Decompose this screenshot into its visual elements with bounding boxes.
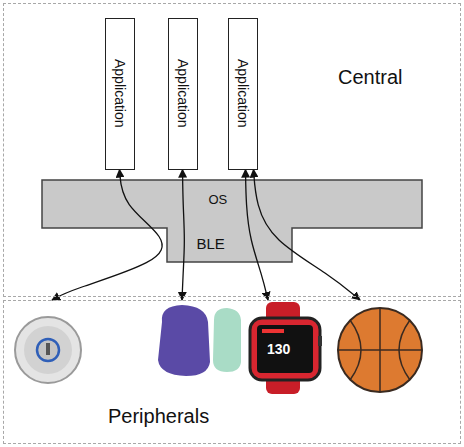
ble-stack: BLE <box>167 228 292 262</box>
link-arrow <box>246 170 269 301</box>
smart-watch <box>250 302 322 394</box>
basketball <box>338 308 422 392</box>
link-arrow <box>254 170 361 301</box>
os-ble-shape <box>42 180 422 262</box>
application-box: Application <box>105 18 135 170</box>
link-arrow <box>52 170 162 301</box>
beacon-icons <box>158 305 241 376</box>
application-label: Application <box>174 59 190 128</box>
peripherals-region: Peripherals <box>3 300 461 444</box>
ble-stack-label: BLE <box>197 235 225 252</box>
link-arrow <box>182 170 184 301</box>
watch-reading: 130 <box>267 340 290 358</box>
os-layer-label: OS <box>209 193 228 208</box>
application-box: Application <box>168 18 198 170</box>
application-label: Application <box>111 59 127 128</box>
central-region-label: Central <box>338 66 402 89</box>
peripherals-region-label: Peripherals <box>108 405 209 428</box>
application-box: Application <box>228 18 258 170</box>
display-reading: 130 <box>267 341 290 357</box>
smart-lock <box>15 317 81 383</box>
application-label: Application <box>234 59 250 128</box>
central-region: Central Application Application Application… <box>3 3 461 297</box>
os-layer: OS <box>42 181 422 227</box>
